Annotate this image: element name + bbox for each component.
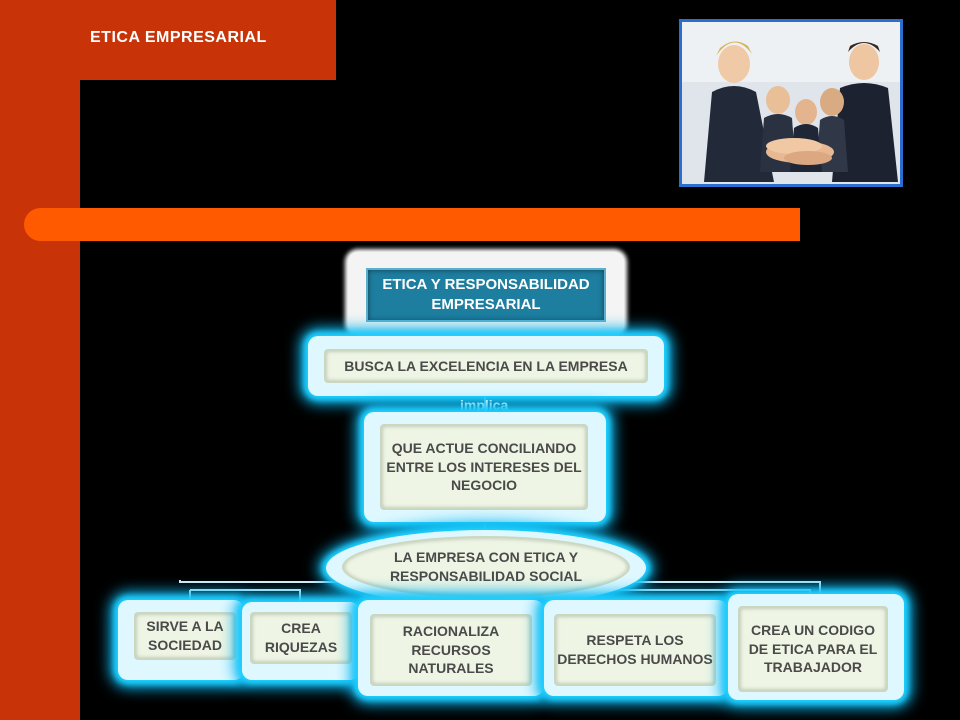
root-node: ETICA Y RESPONSABILIDAD EMPRESARIAL <box>366 268 606 322</box>
reconcile-node: QUE ACTUE CONCILIANDO ENTRE LOS INTERESE… <box>380 424 588 510</box>
excellence-node: BUSCA LA EXCELENCIA EN LA EMPRESA <box>324 349 648 383</box>
team-photo-illustration <box>682 22 900 184</box>
orange-divider-strip <box>24 208 800 241</box>
ethical-company-node: LA EMPRESA CON ETICA Y RESPONSABILIDAD S… <box>342 536 630 598</box>
team-hands-photo <box>679 19 903 187</box>
link-label-implica: implica <box>460 397 509 413</box>
leaf-codigo-etica: CREA UN CODIGO DE ETICA PARA EL TRABAJAD… <box>738 606 888 692</box>
leaf-respeta-derechos: RESPETA LOS DERECHOS HUMANOS <box>554 614 716 686</box>
slide-title: ETICA EMPRESARIAL <box>90 29 267 46</box>
leaf-racionaliza-recursos: RACIONALIZA RECURSOS NATURALES <box>370 614 532 686</box>
leaf-crea-riquezas: CREA RIQUEZAS <box>250 612 352 664</box>
title-banner <box>0 0 336 80</box>
left-accent-bar <box>0 0 80 720</box>
leaf-sirve-sociedad: SIRVE A LA SOCIEDAD <box>134 612 236 660</box>
